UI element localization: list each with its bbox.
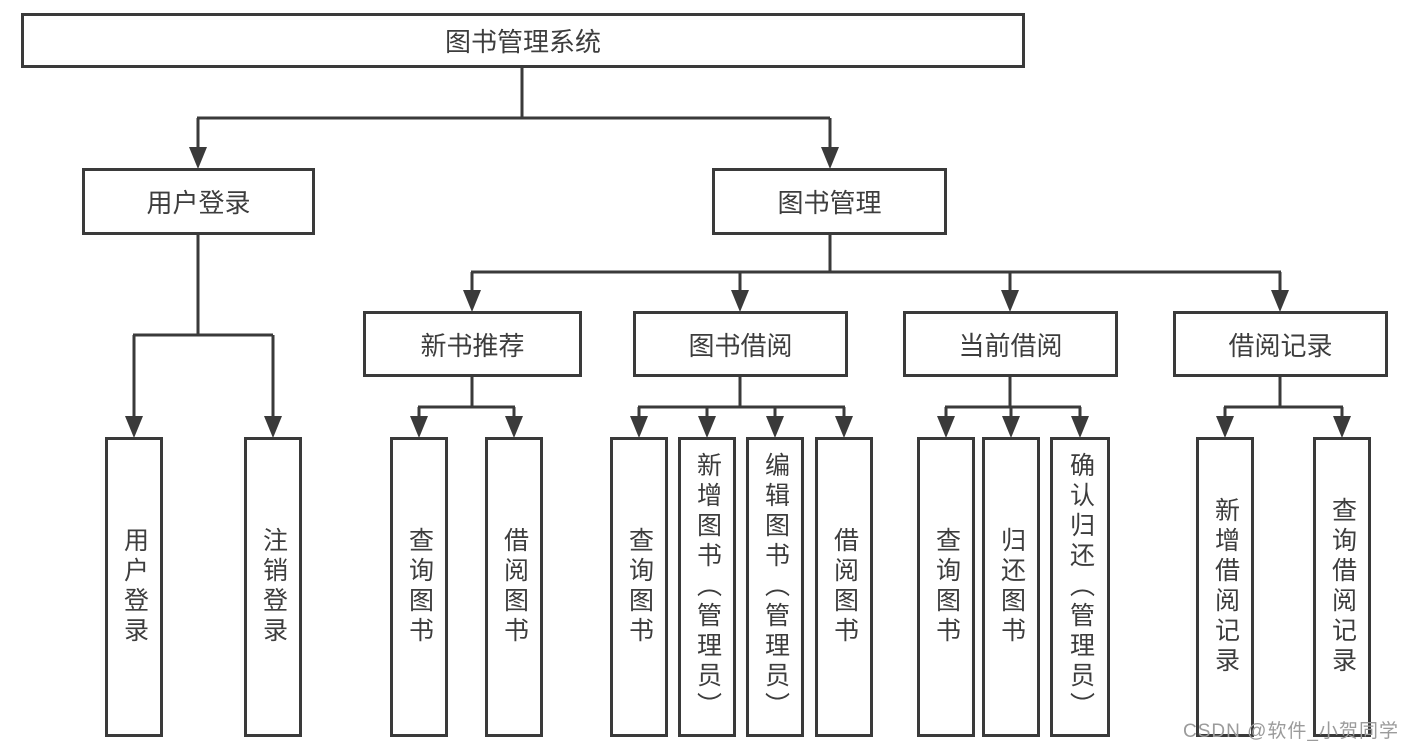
node-book-management-label: 图书管理 <box>777 188 882 218</box>
leaf-cb-return-books-label: 归还图书 <box>997 527 1026 647</box>
leaf-nb-query-books: 查询图书 <box>390 437 448 737</box>
connector-current-borrow-to-leaves <box>944 377 1082 420</box>
leaf-cb-confirm-return-admin: 确认归还（管理员） <box>1050 437 1110 737</box>
arrowheads-new-book-leaves <box>410 416 523 438</box>
arrowheads-level3 <box>463 290 1289 312</box>
node-book-borrowing: 图书借阅 <box>633 311 848 377</box>
arrowheads-current-borrow-leaves <box>937 416 1089 438</box>
leaf-cb-return-books: 归还图书 <box>982 437 1040 737</box>
connector-book-mgmt-to-level3 <box>470 234 1282 293</box>
arrowheads-level2 <box>189 147 839 169</box>
leaf-bb-query-books: 查询图书 <box>610 437 668 737</box>
leaf-nb-query-books-label: 查询图书 <box>405 527 434 647</box>
leaf-nb-borrow-books-label: 借阅图书 <box>500 527 529 647</box>
node-new-book-recommend-label: 新书推荐 <box>420 330 525 361</box>
leaf-logout-label: 注销登录 <box>259 527 288 647</box>
leaf-bb-borrow-books: 借阅图书 <box>815 437 873 737</box>
connector-root-to-level2 <box>196 68 832 150</box>
leaf-br-query-record-label: 查询借阅记录 <box>1328 497 1357 677</box>
leaf-bb-add-books-admin-label: 新增图书（管理员） <box>693 452 722 722</box>
node-current-borrowing-label: 当前借阅 <box>958 330 1063 361</box>
leaf-logout: 注销登录 <box>244 437 302 737</box>
node-current-borrowing: 当前借阅 <box>903 311 1118 377</box>
leaf-nb-borrow-books: 借阅图书 <box>485 437 543 737</box>
leaf-user-login: 用户登录 <box>105 437 163 737</box>
leaf-bb-borrow-books-label: 借阅图书 <box>830 527 859 647</box>
leaf-bb-edit-books-admin: 编辑图书（管理员） <box>746 437 804 737</box>
node-borrowing-records-label: 借阅记录 <box>1228 330 1333 361</box>
connector-book-borrow-to-leaves <box>637 377 846 420</box>
node-new-book-recommend: 新书推荐 <box>363 311 582 377</box>
arrowheads-borrow-records-leaves <box>1216 416 1351 438</box>
connector-borrow-records-to-leaves <box>1223 377 1344 420</box>
leaf-bb-query-books-label: 查询图书 <box>625 527 654 647</box>
node-library-system: 图书管理系统 <box>21 13 1025 68</box>
leaf-cb-confirm-return-admin-label: 确认归还（管理员） <box>1066 452 1095 722</box>
node-user-login: 用户登录 <box>82 168 315 235</box>
node-library-system-label: 图书管理系统 <box>444 27 601 57</box>
arrowheads-user-login-leaves <box>125 416 282 438</box>
leaf-br-query-record: 查询借阅记录 <box>1313 437 1371 737</box>
leaf-br-add-record: 新增借阅记录 <box>1196 437 1254 737</box>
leaf-user-login-label: 用户登录 <box>120 527 149 647</box>
leaf-br-add-record-label: 新增借阅记录 <box>1211 497 1240 677</box>
csdn-watermark: CSDN @软件_小贺同学 <box>1183 721 1399 742</box>
node-book-borrowing-label: 图书借阅 <box>688 330 793 361</box>
leaf-cb-query-books: 查询图书 <box>917 437 975 737</box>
connector-user-login-to-leaves <box>132 235 275 420</box>
arrowheads-book-borrow-leaves <box>630 416 853 438</box>
leaf-cb-query-books-label: 查询图书 <box>932 527 961 647</box>
leaf-bb-add-books-admin: 新增图书（管理员） <box>678 437 736 737</box>
node-borrowing-records: 借阅记录 <box>1173 311 1388 377</box>
node-user-login-label: 用户登录 <box>146 188 251 218</box>
connector-new-book-to-leaves <box>417 377 516 420</box>
leaf-bb-edit-books-admin-label: 编辑图书（管理员） <box>761 452 790 722</box>
node-book-management: 图书管理 <box>712 168 947 235</box>
